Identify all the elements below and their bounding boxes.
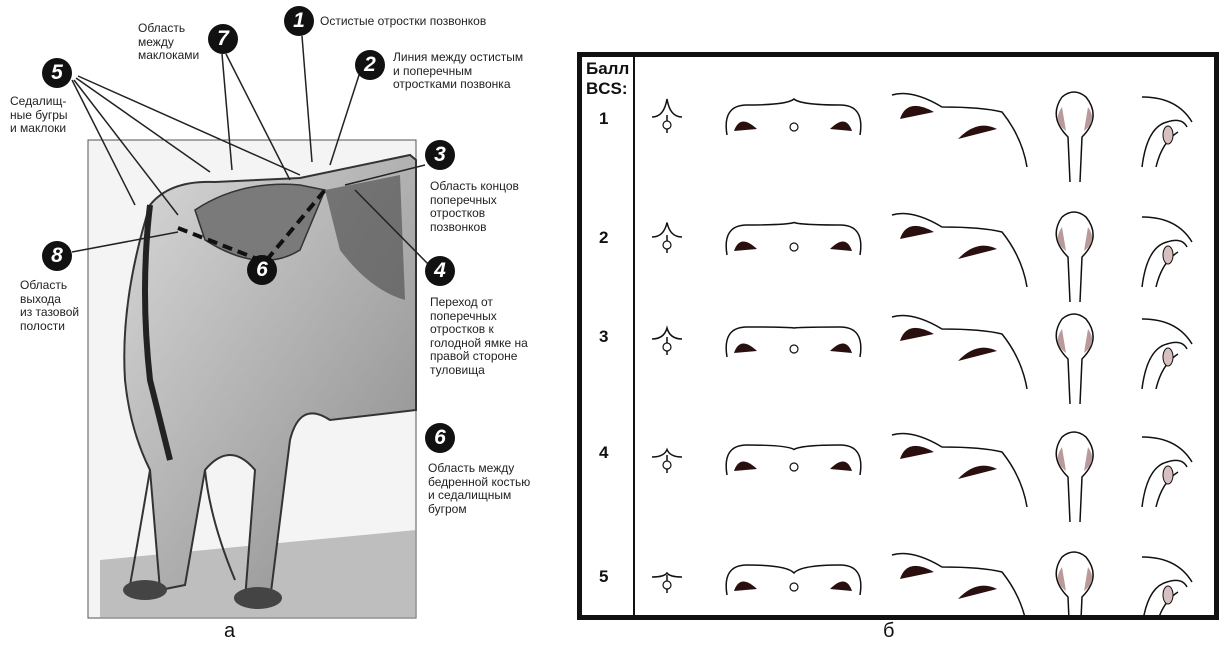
tailhead-rear [1056,314,1093,404]
spine-center [663,241,671,249]
caption-a: а [224,620,235,643]
loin-shadow-left [734,121,757,131]
hip-shadow-1 [900,328,934,341]
hip-shadow-1 [900,566,934,579]
pin-bone [1163,586,1173,604]
label-transverse-ends: Область концов поперечных отростков позв… [430,180,519,234]
hip-shadow-2 [958,586,997,599]
bcs-score-2: 2 [599,228,608,248]
label-spinous-transverse-line: Линия между остистым и поперечным отрост… [393,51,523,92]
cow-anatomy-figure: 1 Остистые отростки позвонков 2 Линия ме… [0,0,600,630]
loin-shadow-right [830,343,852,353]
tailhead-fold-right [1084,329,1092,353]
loin-shadow-right [830,581,852,591]
loin-center [790,243,798,251]
hip-shadow-1 [900,446,934,459]
spine-center [663,343,671,351]
label-spinous-processes: Остистые отростки позвонков [320,15,486,29]
hip-profile [892,214,1027,288]
pin-bone [1163,348,1173,366]
tailhead-fold-left [1058,107,1066,131]
badge-6-marker: 6 [247,255,277,285]
tailhead-rear [1056,212,1093,302]
hip-shadow-1 [900,106,934,119]
label-between-hooks: Область между маклоками [138,22,199,63]
tailhead-fold-left [1058,447,1066,471]
tailhead-fold-left [1058,567,1066,591]
pin-bone [1163,466,1173,484]
bcs-score-chart: Балл BCS: 1 2 3 4 5 [577,52,1219,620]
bcs-diagrams [582,57,1214,615]
loin-center [790,583,798,591]
badge-8: 8 [42,241,72,271]
label-hunger-hollow-transition: Переход от поперечных отростков к голодн… [430,296,528,377]
hip-profile [892,94,1027,168]
tailhead-fold-right [1084,227,1092,251]
hoof [234,587,282,609]
label-pelvic-outlet: Область выхода из тазовой полости [20,279,79,333]
tailhead-fold-right [1084,567,1092,591]
hip-profile [892,434,1027,508]
spine-center [663,581,671,589]
loin-shadow-left [734,581,757,591]
loin-shadow-right [830,461,852,471]
label-pin-hook-bones: Седалищ- ные бугры и маклоки [10,95,68,136]
tailhead-fold-left [1058,329,1066,353]
spine-cross-section [652,99,682,117]
badge-4: 4 [425,256,455,286]
tailhead-rear [1056,432,1093,522]
loin-shadow-left [734,241,757,251]
label-thigh-pin-area: Область между бедренной костью и седалищ… [428,462,530,516]
badge-5: 5 [42,58,72,88]
hip-shadow-2 [958,466,997,479]
pin-bone [1163,246,1173,264]
tailhead-fold-right [1084,107,1092,131]
hip-shadow-2 [958,126,997,139]
loin-center [790,345,798,353]
loin-shadow-right [830,241,852,251]
tailhead-fold-left [1058,227,1066,251]
bcs-score-3: 3 [599,327,608,347]
caption-b: б [883,620,894,643]
loin-shadow-right [830,121,852,131]
loin-shadow-left [734,461,757,471]
loin-center [790,123,798,131]
tailhead-fold-right [1084,447,1092,471]
badge-6: 6 [425,423,455,453]
hip-profile [892,554,1027,616]
badge-1: 1 [284,6,314,36]
tailhead-rear [1056,92,1093,182]
hip-profile [892,316,1027,390]
bcs-score-1: 1 [599,109,608,129]
pin-bone [1163,126,1173,144]
spine-cross-section [652,223,682,238]
loin-shadow-left [734,343,757,353]
spine-center [663,461,671,469]
bcs-score-5: 5 [599,567,608,587]
hip-shadow-1 [900,226,934,239]
badge-2: 2 [355,50,385,80]
hip-shadow-2 [958,246,997,259]
loin-center [790,463,798,471]
badge-7: 7 [208,24,238,54]
spine-center [663,121,671,129]
hoof [123,580,167,600]
bcs-score-4: 4 [599,443,608,463]
hip-shadow-2 [958,348,997,361]
badge-3: 3 [425,140,455,170]
